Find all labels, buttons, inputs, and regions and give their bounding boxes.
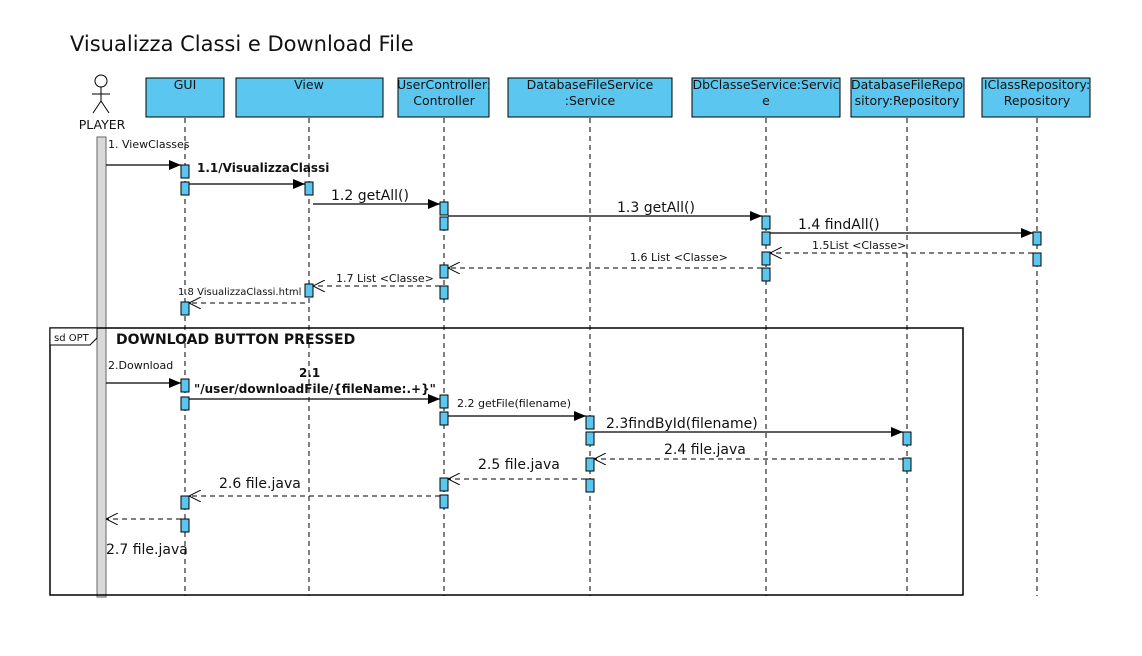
participant-classrepo: IClassRepository: Repository [981,77,1091,118]
player-actor [92,74,110,114]
svg-text:e: e [762,93,770,108]
activation-dfr-2 [902,457,912,472]
msg-2-6-label: 2.6 file.java [219,476,301,492]
msg-1-label: 1. ViewClasses [108,138,190,151]
participant-usercontroller: UserController: Controller [397,77,491,118]
msg-2-7-label: 2.7 file.java [106,542,188,558]
activation-uc-5 [439,394,449,409]
activation-dfr-1 [902,431,912,446]
activation-uc-7 [439,477,449,492]
msg-1-3-label: 1.3 getAll() [617,200,695,216]
activation-view-2 [304,283,314,298]
svg-text:Controller: Controller [413,93,475,108]
svg-text:DatabaseFileService: DatabaseFileService [527,77,654,92]
activation-dbc-2 [761,231,771,246]
msg-1-5-label: 1.5List <Classe> [812,239,906,252]
activation-uc-1 [439,201,449,216]
msg-1-1-label: 1.1/VisualizzaClassi [197,161,329,175]
msg-1-7-label: 1.7 List <Classe> [336,272,434,285]
activation-dbc-3 [761,251,771,266]
activation-gui-3 [180,301,190,316]
opt-fragment: sd OPT DOWNLOAD BUTTON PRESSED [49,327,964,596]
svg-text:View: View [294,77,324,92]
participant-dbfileservice: DatabaseFileService :Service [507,77,673,118]
svg-text:sitory:Repository: sitory:Repository [855,93,960,108]
activation-uc-6 [439,411,449,426]
activation-gui-4 [180,378,190,393]
msg-1-2-label: 1.2 getAll() [331,188,409,204]
activation-dfs-4 [585,478,595,493]
lifelines [184,118,1038,596]
activation-dbc-1 [761,215,771,230]
msg-1-4-label: 1.4 findAll() [798,217,880,233]
participant-dbfilerepo: DatabaseFileRepo sitory:Repository [850,77,965,118]
svg-text:DatabaseFileRepo: DatabaseFileRepo [851,77,963,92]
msg-1-6-label: 1.6 List <Classe> [630,251,728,264]
svg-text:DbClasseService:Servic: DbClasseService:Servic [692,77,839,92]
activation-cr-2 [1032,252,1042,267]
activation-uc-4 [439,285,449,300]
participant-view: View [235,77,384,118]
svg-text:UserController:: UserController: [397,77,491,92]
msg-2-label: 2.Download [108,359,173,372]
svg-text:IClassRepository:: IClassRepository: [984,77,1090,92]
svg-text::Service: :Service [565,93,616,108]
fragment-keyword: sd OPT [54,333,90,344]
activation-uc-2 [439,216,449,231]
participant-dbclasseservice: DbClasseService:Servic e [691,77,841,118]
msg-2-1-label: 2.1 [299,366,320,380]
activation-dbc-4 [761,267,771,282]
participant-gui: GUI [145,77,225,118]
messages-sync [106,160,1033,437]
activation-uc-8 [439,494,449,509]
activation-gui-7 [180,518,190,533]
activation-dfs-2 [585,431,595,446]
activation-view-1 [304,181,314,196]
msg-2-3-label: 2.3findById(filename) [606,416,758,432]
msg-2-1-path-label: "/user/downloadFile/{fileName:.+}" [194,382,436,396]
msg-2-5-label: 2.5 file.java [478,457,560,473]
activation-dfs-3 [585,457,595,472]
msg-1-8-label: 1.8 VisualizzaClassi.html [178,287,301,298]
activation-gui-1 [180,164,190,179]
message-labels: 1. ViewClasses 1.1/VisualizzaClassi 1.2 … [106,138,906,558]
msg-2-4-label: 2.4 file.java [664,442,746,458]
fragment-guard: DOWNLOAD BUTTON PRESSED [116,332,355,348]
player-activation-bar [96,136,107,598]
activation-uc-3 [439,264,449,279]
activation-bars [180,164,1042,533]
activation-dfs-1 [585,415,595,430]
svg-text:Repository: Repository [1004,93,1071,108]
activation-gui-2 [180,181,190,196]
player-label: PLAYER [79,117,126,132]
activation-cr-1 [1032,231,1042,246]
msg-2-2-label: 2.2 getFile(filename) [457,397,571,410]
activation-gui-6 [180,495,190,510]
activation-gui-5 [180,396,190,411]
svg-text:GUI: GUI [174,77,197,92]
diagram-title: Visualizza Classi e Download File [70,32,414,56]
messages-return [106,253,1033,519]
